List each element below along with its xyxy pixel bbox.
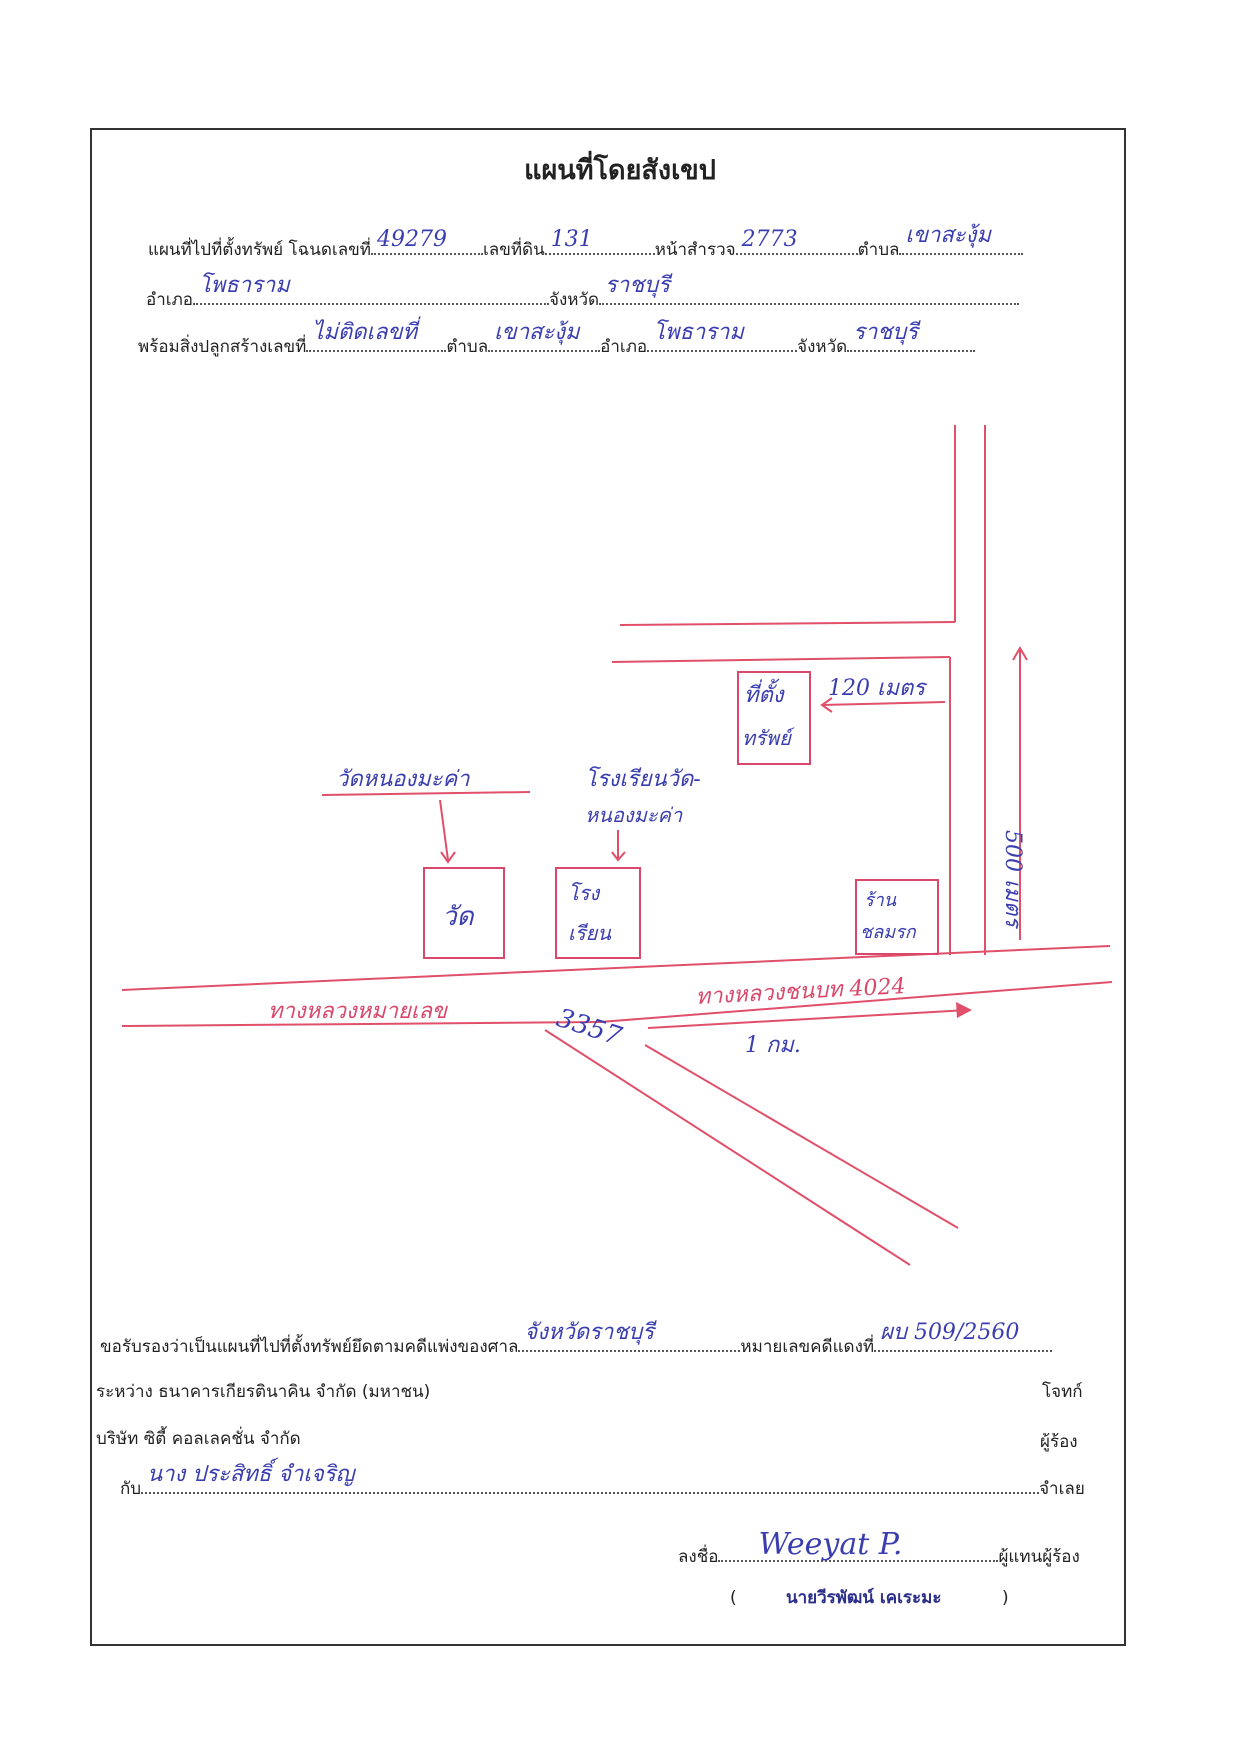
paren-close: ) xyxy=(1002,1588,1009,1608)
defendant-field: นาง ประสิทธิ์ จำเจริญ xyxy=(141,1462,1040,1494)
temple-arrow xyxy=(439,799,449,861)
building-province-field: ราชบุรี xyxy=(847,320,976,352)
arrow-120m-head xyxy=(820,697,833,713)
arrow-1km-head xyxy=(956,1002,972,1018)
case-value: ผบ 509/2560 xyxy=(880,1320,1020,1345)
signature: Weeyat P. xyxy=(758,1527,903,1562)
arrow-120m xyxy=(821,701,946,706)
building-amphoe-value: โพธาราม xyxy=(653,320,744,345)
defendant-role: จำเลย xyxy=(1039,1479,1085,1499)
property-box xyxy=(737,671,811,765)
road-3357-left-edge xyxy=(544,1029,911,1266)
amphoe-field: โพธาราม xyxy=(192,273,549,305)
property-label-1: ที่ตั้ง xyxy=(744,678,786,708)
property-label-2: ทรัพย์ xyxy=(742,726,795,750)
temple-label-underline xyxy=(321,791,531,796)
plaintiff-role: โจทก์ xyxy=(1042,1382,1083,1402)
building-label: พร้อมสิ่งปลูกสร้างเลขที่ xyxy=(138,337,307,357)
sign-label: ลงชื่อ xyxy=(678,1547,719,1567)
temple-box xyxy=(423,867,505,959)
case-label: หมายเลขคดีแดงที่ xyxy=(740,1337,875,1357)
school-box-label-1: โรง xyxy=(568,881,600,905)
case-field: ผบ 509/2560 xyxy=(874,1320,1053,1352)
shop-box-label-2: ชลมรก xyxy=(860,922,917,943)
petitioner-line: บริษัท ซิตี้ คอลเลคชั่น จำกัด xyxy=(96,1429,301,1449)
court-value: จังหวัดราชบุรี xyxy=(524,1320,655,1345)
court-field: จังหวัดราชบุรี xyxy=(518,1320,741,1352)
road-3357-right-edge xyxy=(644,1044,959,1229)
building-province-label: จังหวัด xyxy=(797,337,848,357)
sign-role: ผู้แทนผู้ร้อง xyxy=(998,1547,1080,1567)
building-tambon-value: เขาสะงุ้ม xyxy=(494,320,580,345)
temple-box-label: วัด xyxy=(442,902,475,932)
tambon-field: เขาสะงุ้ม xyxy=(899,223,1024,255)
survey-page-field: 2773 xyxy=(735,227,858,255)
amphoe-value: โพธาราม xyxy=(198,273,290,298)
highway-right-bottom-edge xyxy=(599,981,1113,1023)
arrow-500m-head xyxy=(1012,646,1028,661)
signer-name: นายวีรพัฒน์ เคเระมะ xyxy=(786,1588,942,1608)
province-label: จังหวัด xyxy=(548,290,600,310)
survey-page-label: หน้าสำรวจ xyxy=(654,240,736,260)
shop-box-label-1: ร้าน xyxy=(864,890,897,911)
land-value: 131 xyxy=(550,227,593,252)
province-field: ราชบุรี xyxy=(599,273,1020,305)
highway-top-edge xyxy=(121,945,1111,991)
page-title: แผนที่โดยสังเขป xyxy=(524,155,716,186)
building-tambon-field: เขาสะงุ้ม xyxy=(488,320,601,352)
tambon-label: ตำบล xyxy=(857,240,900,260)
plaintiff-line: ระหว่าง ธนาคารเกียรตินาคิน จำกัด (มหาชน) xyxy=(96,1382,431,1402)
deed-field: 49279 xyxy=(370,227,483,255)
building-tambon-label: ตำบล xyxy=(446,337,489,357)
temple-arrow-head xyxy=(440,851,456,864)
defendant-line: กับนาง ประสิทธิ์ จำเจริญจำเลย xyxy=(120,1462,1085,1502)
signature-field: Weeyat P. xyxy=(718,1527,999,1562)
header-line-2: อำเภอโพธารามจังหวัดราชบุรี xyxy=(146,273,1020,313)
highway-left-bottom-edge xyxy=(121,1021,601,1027)
amphoe-label: อำเภอ xyxy=(146,290,193,310)
road-4024-label: ทางหลวงชนบท 4024 xyxy=(695,974,906,1010)
land-label: เลขที่ดิน xyxy=(482,240,545,260)
header-line-1: แผนที่ไปที่ตั้งทรัพย์ โฉนดเลขที่49279 เลข… xyxy=(148,223,1024,263)
school-arrow-head xyxy=(611,851,626,862)
province-value: ราชบุรี xyxy=(605,273,670,298)
school-box xyxy=(555,867,641,959)
with-label: กับ xyxy=(120,1479,142,1499)
temple-label: วัดหนองมะค่า xyxy=(336,767,470,792)
land-field: 131 xyxy=(544,227,655,255)
certify-label: ขอรับรองว่าเป็นแผนที่ไปที่ตั้งทรัพย์ยึดต… xyxy=(100,1337,519,1357)
school-label-2: หนองมะค่า xyxy=(585,803,683,827)
school-label-1: โรงเรียนวัด- xyxy=(585,766,701,792)
document-frame xyxy=(90,128,1126,1646)
defendant-name: นาง ประสิทธิ์ จำเจริญ xyxy=(147,1462,355,1487)
tambon-value: เขาสะงุ้ม xyxy=(905,223,991,248)
header-line-3: พร้อมสิ่งปลูกสร้างเลขที่ไม่ติดเลขที่ตำบล… xyxy=(138,320,976,360)
petitioner-role: ผู้ร้อง xyxy=(1040,1432,1078,1452)
building-value: ไม่ติดเลขที่ xyxy=(312,320,418,345)
label-1km: 1 กม. xyxy=(745,1033,801,1058)
side-road-top-edge xyxy=(619,621,956,626)
shop-box xyxy=(855,879,939,955)
road-3357-label: ทางหลวงหมายเลข xyxy=(268,999,449,1024)
label-120m: 120 เมตร xyxy=(828,676,928,701)
arrow-1km xyxy=(647,1009,969,1029)
building-amphoe-field: โพธาราม xyxy=(647,320,798,352)
label-500m: 500 เมตร xyxy=(1000,830,1025,930)
road-3357-number: 3357 xyxy=(553,1003,626,1052)
survey-page-value: 2773 xyxy=(741,227,798,252)
deed-label: แผนที่ไปที่ตั้งทรัพย์ โฉนดเลขที่ xyxy=(148,240,371,260)
building-field: ไม่ติดเลขที่ xyxy=(306,320,447,352)
side-road-bottom-edge xyxy=(611,656,951,663)
deed-value: 49279 xyxy=(376,227,447,252)
certify-line: ขอรับรองว่าเป็นแผนที่ไปที่ตั้งทรัพย์ยึดต… xyxy=(100,1320,1053,1360)
building-amphoe-label: อำเภอ xyxy=(600,337,648,357)
building-province-value: ราชบุรี xyxy=(853,320,919,345)
school-box-label-2: เรียน xyxy=(568,921,612,945)
paren-open: ( xyxy=(730,1588,737,1608)
signature-line: ลงชื่อ Weeyat P. ผู้แทนผู้ร้อง xyxy=(678,1527,1080,1570)
